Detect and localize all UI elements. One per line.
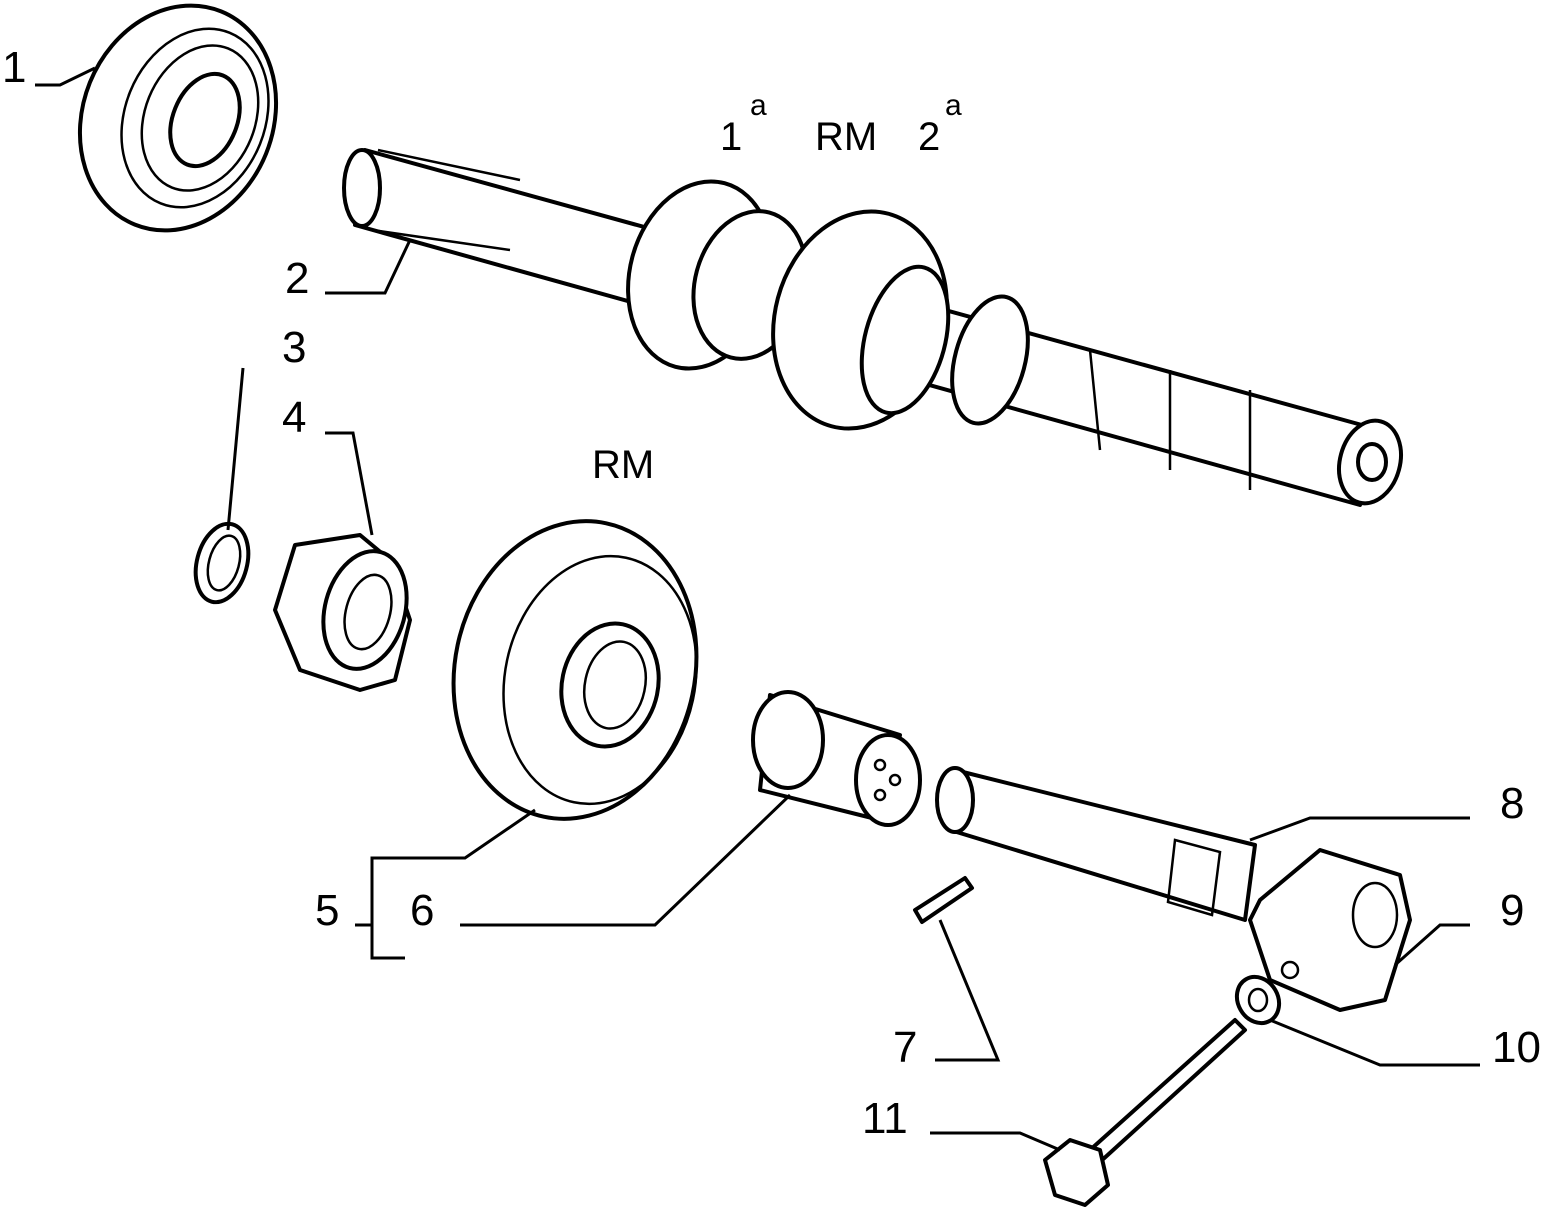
callout-9: 9 — [1500, 886, 1524, 935]
callout-4: 4 — [282, 393, 306, 442]
roll-pin — [913, 876, 974, 924]
bolt — [1043, 1018, 1247, 1207]
callout-5: 5 — [315, 886, 339, 935]
needle-bearing — [751, 690, 922, 827]
gear-label-first: 1 — [720, 115, 742, 159]
callout-10: 10 — [1492, 1023, 1541, 1072]
gear-label-reverse-shaft: RM — [815, 115, 877, 159]
callout-6: 6 — [410, 886, 434, 935]
snap-ring — [193, 521, 251, 605]
shift-block — [1248, 848, 1412, 1012]
main-shaft — [342, 148, 1403, 507]
idler-shaft — [935, 766, 1257, 922]
leader-lines — [35, 66, 1480, 1152]
callout-2: 2 — [285, 254, 309, 303]
gear-label-second-sup: a — [945, 89, 962, 122]
gear-label-reverse-gear: RM — [592, 443, 654, 487]
callout-8: 8 — [1500, 779, 1524, 828]
gear-label-second: 2 — [918, 115, 940, 159]
callout-3: 3 — [282, 323, 306, 372]
ball-bearing — [77, 3, 279, 233]
callout-11: 11 — [862, 1094, 908, 1143]
gear-label-first-sup: a — [750, 89, 767, 122]
reverse-gear — [451, 519, 699, 821]
callout-7: 7 — [893, 1023, 917, 1072]
synchronizer-hub — [273, 533, 412, 692]
callout-1: 1 — [2, 43, 26, 92]
